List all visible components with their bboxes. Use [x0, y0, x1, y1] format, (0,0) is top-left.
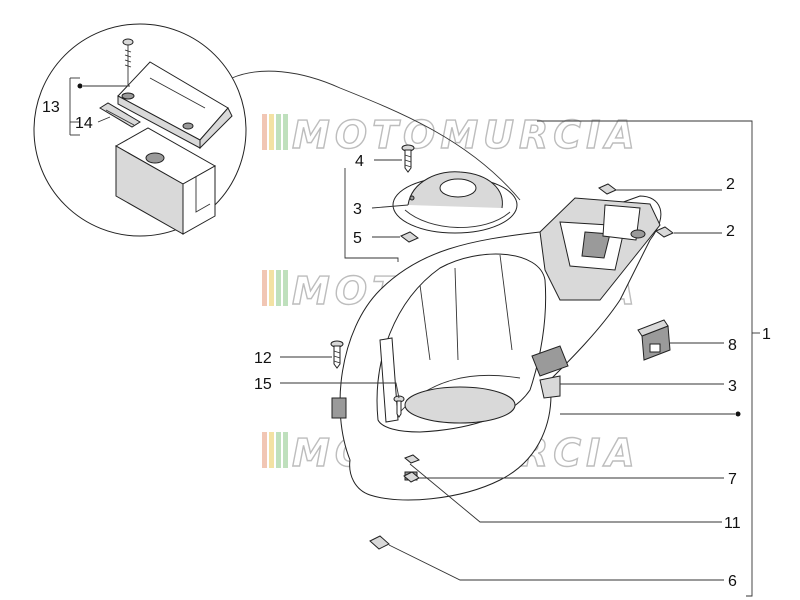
watermark-stripe [276, 114, 281, 150]
clip-6-icon [369, 535, 390, 550]
helmet-compartment [331, 195, 662, 501]
callout-13: 13 [42, 99, 60, 116]
watermark-stripe [269, 114, 274, 150]
watermark-stripe [283, 270, 288, 306]
strap-icon [99, 102, 141, 128]
watermark-stripe [262, 114, 267, 150]
callout-8: 8 [728, 337, 737, 354]
inset-connector-line [231, 70, 521, 201]
leader-lines [69, 77, 760, 597]
clip-5-icon [400, 231, 419, 243]
callout-3-right: 3 [728, 378, 737, 395]
callout-numbers: 13 14 4 3 5 2 2 1 8 3 7 11 6 12 15 [42, 99, 771, 590]
callout-11: 11 [724, 515, 741, 532]
clip-2a-icon [598, 183, 617, 195]
callout-12: 12 [254, 350, 272, 367]
callout-3-top: 3 [353, 201, 362, 218]
callout-6: 6 [728, 573, 737, 590]
screw-icon [122, 38, 134, 92]
battery-cover-icon [117, 61, 233, 150]
compartment-cavity [376, 253, 547, 433]
callout-1: 1 [762, 326, 771, 343]
watermark-text: MOTOMURCIA [292, 113, 640, 157]
clip-2b-icon [655, 226, 674, 238]
watermark-stripe [276, 270, 281, 306]
clip-11-icon [404, 454, 420, 464]
watermark-stripe [262, 270, 267, 306]
watermark-stripe [283, 432, 288, 468]
callout-7: 7 [728, 471, 737, 488]
callout-2-lower: 2 [726, 223, 735, 240]
light-8-icon [637, 319, 671, 361]
dome-cover-icon [392, 171, 518, 234]
watermark-stripe [262, 432, 267, 468]
detail-inset [33, 23, 521, 237]
callout-2-top: 2 [726, 176, 735, 193]
watermark-top: MOTOMURCIA [262, 112, 640, 158]
watermark-stripe [283, 114, 288, 150]
callout-15: 15 [254, 376, 272, 393]
screw-4-icon [401, 144, 415, 173]
watermark-stripe [269, 432, 274, 468]
compartment-floor [404, 386, 516, 424]
callout-4: 4 [355, 153, 364, 170]
screw-15-icon [393, 395, 405, 418]
callout-5: 5 [353, 230, 362, 247]
watermark-stripe [269, 270, 274, 306]
callout-14: 14 [75, 115, 93, 132]
battery-box-icon [114, 127, 217, 235]
screw-12-icon [330, 340, 344, 369]
watermark-stripe [276, 432, 281, 468]
